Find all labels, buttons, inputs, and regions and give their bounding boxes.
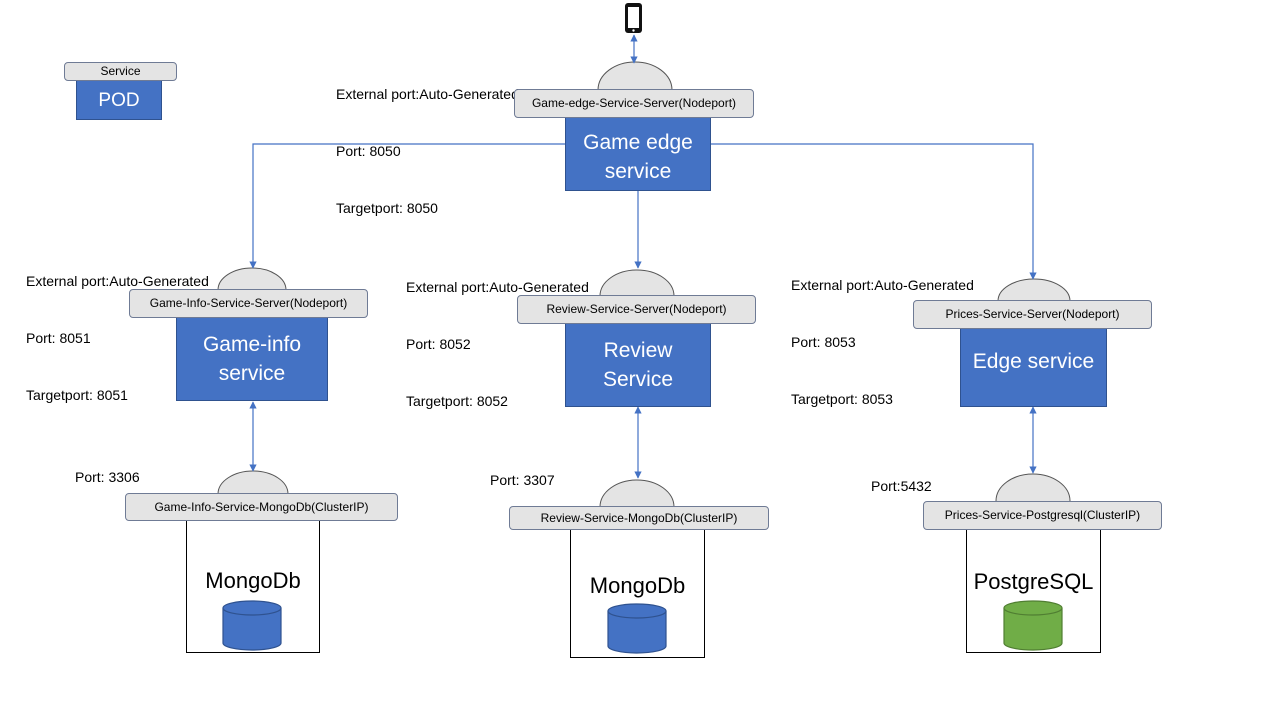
database-icon	[1003, 600, 1063, 651]
edge-external-port: External port:Auto-Generated	[336, 86, 519, 102]
review-db-port: Port: 3307	[490, 472, 555, 488]
game-edge-service-box: Game-edge-Service-Server(Nodeport)	[514, 89, 754, 118]
prices-db-port: Port:5432	[871, 478, 932, 494]
prices-db-dome	[995, 473, 1071, 502]
game-info-db-port: Port: 3306	[75, 469, 140, 485]
review-db-container: MongoDb	[570, 518, 705, 658]
prices-db-container: PostgreSQL	[966, 513, 1101, 653]
prices-pod: Edge service	[960, 315, 1107, 407]
game-info-db-container: MongoDb	[186, 505, 320, 653]
prices-port-info: External port:Auto-Generated Port: 8053 …	[791, 238, 974, 428]
prices-external-port: External port:Auto-Generated	[791, 277, 974, 293]
review-service-dome	[599, 269, 675, 297]
review-targetport: Targetport: 8052	[406, 393, 508, 409]
prices-db-service-box: Prices-Service-Postgresql(ClusterIP)	[923, 501, 1162, 530]
prices-service-dome	[997, 278, 1071, 302]
edge-service-dome	[597, 61, 673, 91]
game-info-db-service-box: Game-Info-Service-MongoDb(ClusterIP)	[125, 493, 398, 521]
review-pod: Review Service	[565, 309, 711, 407]
prices-port: Port: 8053	[791, 334, 856, 350]
prices-targetport: Targetport: 8053	[791, 391, 893, 407]
legend-pod-box: POD	[76, 80, 162, 120]
game-info-external-port: External port:Auto-Generated	[26, 273, 209, 289]
legend-service-box: Service	[64, 62, 177, 81]
game-info-pod: Game-info service	[176, 302, 328, 401]
database-icon	[222, 600, 282, 651]
game-info-targetport: Targetport: 8051	[26, 387, 128, 403]
edge-port-info: External port:Auto-Generated Port: 8050 …	[336, 47, 519, 237]
edge-port: Port: 8050	[336, 143, 401, 159]
review-port: Port: 8052	[406, 336, 471, 352]
game-info-port: Port: 8051	[26, 330, 91, 346]
edge-targetport: Targetport: 8050	[336, 200, 438, 216]
game-info-db-name: MongoDb	[205, 568, 301, 593]
review-service-box: Review-Service-Server(Nodeport)	[517, 295, 756, 324]
game-info-db-dome	[217, 470, 289, 495]
game-info-port-info: External port:Auto-Generated Port: 8051 …	[26, 234, 209, 424]
edge-to-prices-connector	[710, 143, 1037, 280]
smartphone-icon	[625, 3, 642, 33]
review-db-dome	[599, 479, 675, 508]
game-info-service-box: Game-Info-Service-Server(Nodeport)	[129, 289, 368, 318]
review-db-name: MongoDb	[589, 573, 686, 598]
prices-db-name: PostgreSQL	[973, 569, 1094, 594]
database-icon	[607, 603, 667, 654]
game-info-service-dome	[217, 267, 287, 291]
review-external-port: External port:Auto-Generated	[406, 279, 589, 295]
edge-to-game-info-connector	[249, 143, 565, 269]
prices-service-box: Prices-Service-Server(Nodeport)	[913, 300, 1152, 329]
review-port-info: External port:Auto-Generated Port: 8052 …	[406, 240, 589, 430]
game-edge-pod: Game edge service	[565, 106, 711, 191]
review-db-service-box: Review-Service-MongoDb(ClusterIP)	[509, 506, 769, 530]
